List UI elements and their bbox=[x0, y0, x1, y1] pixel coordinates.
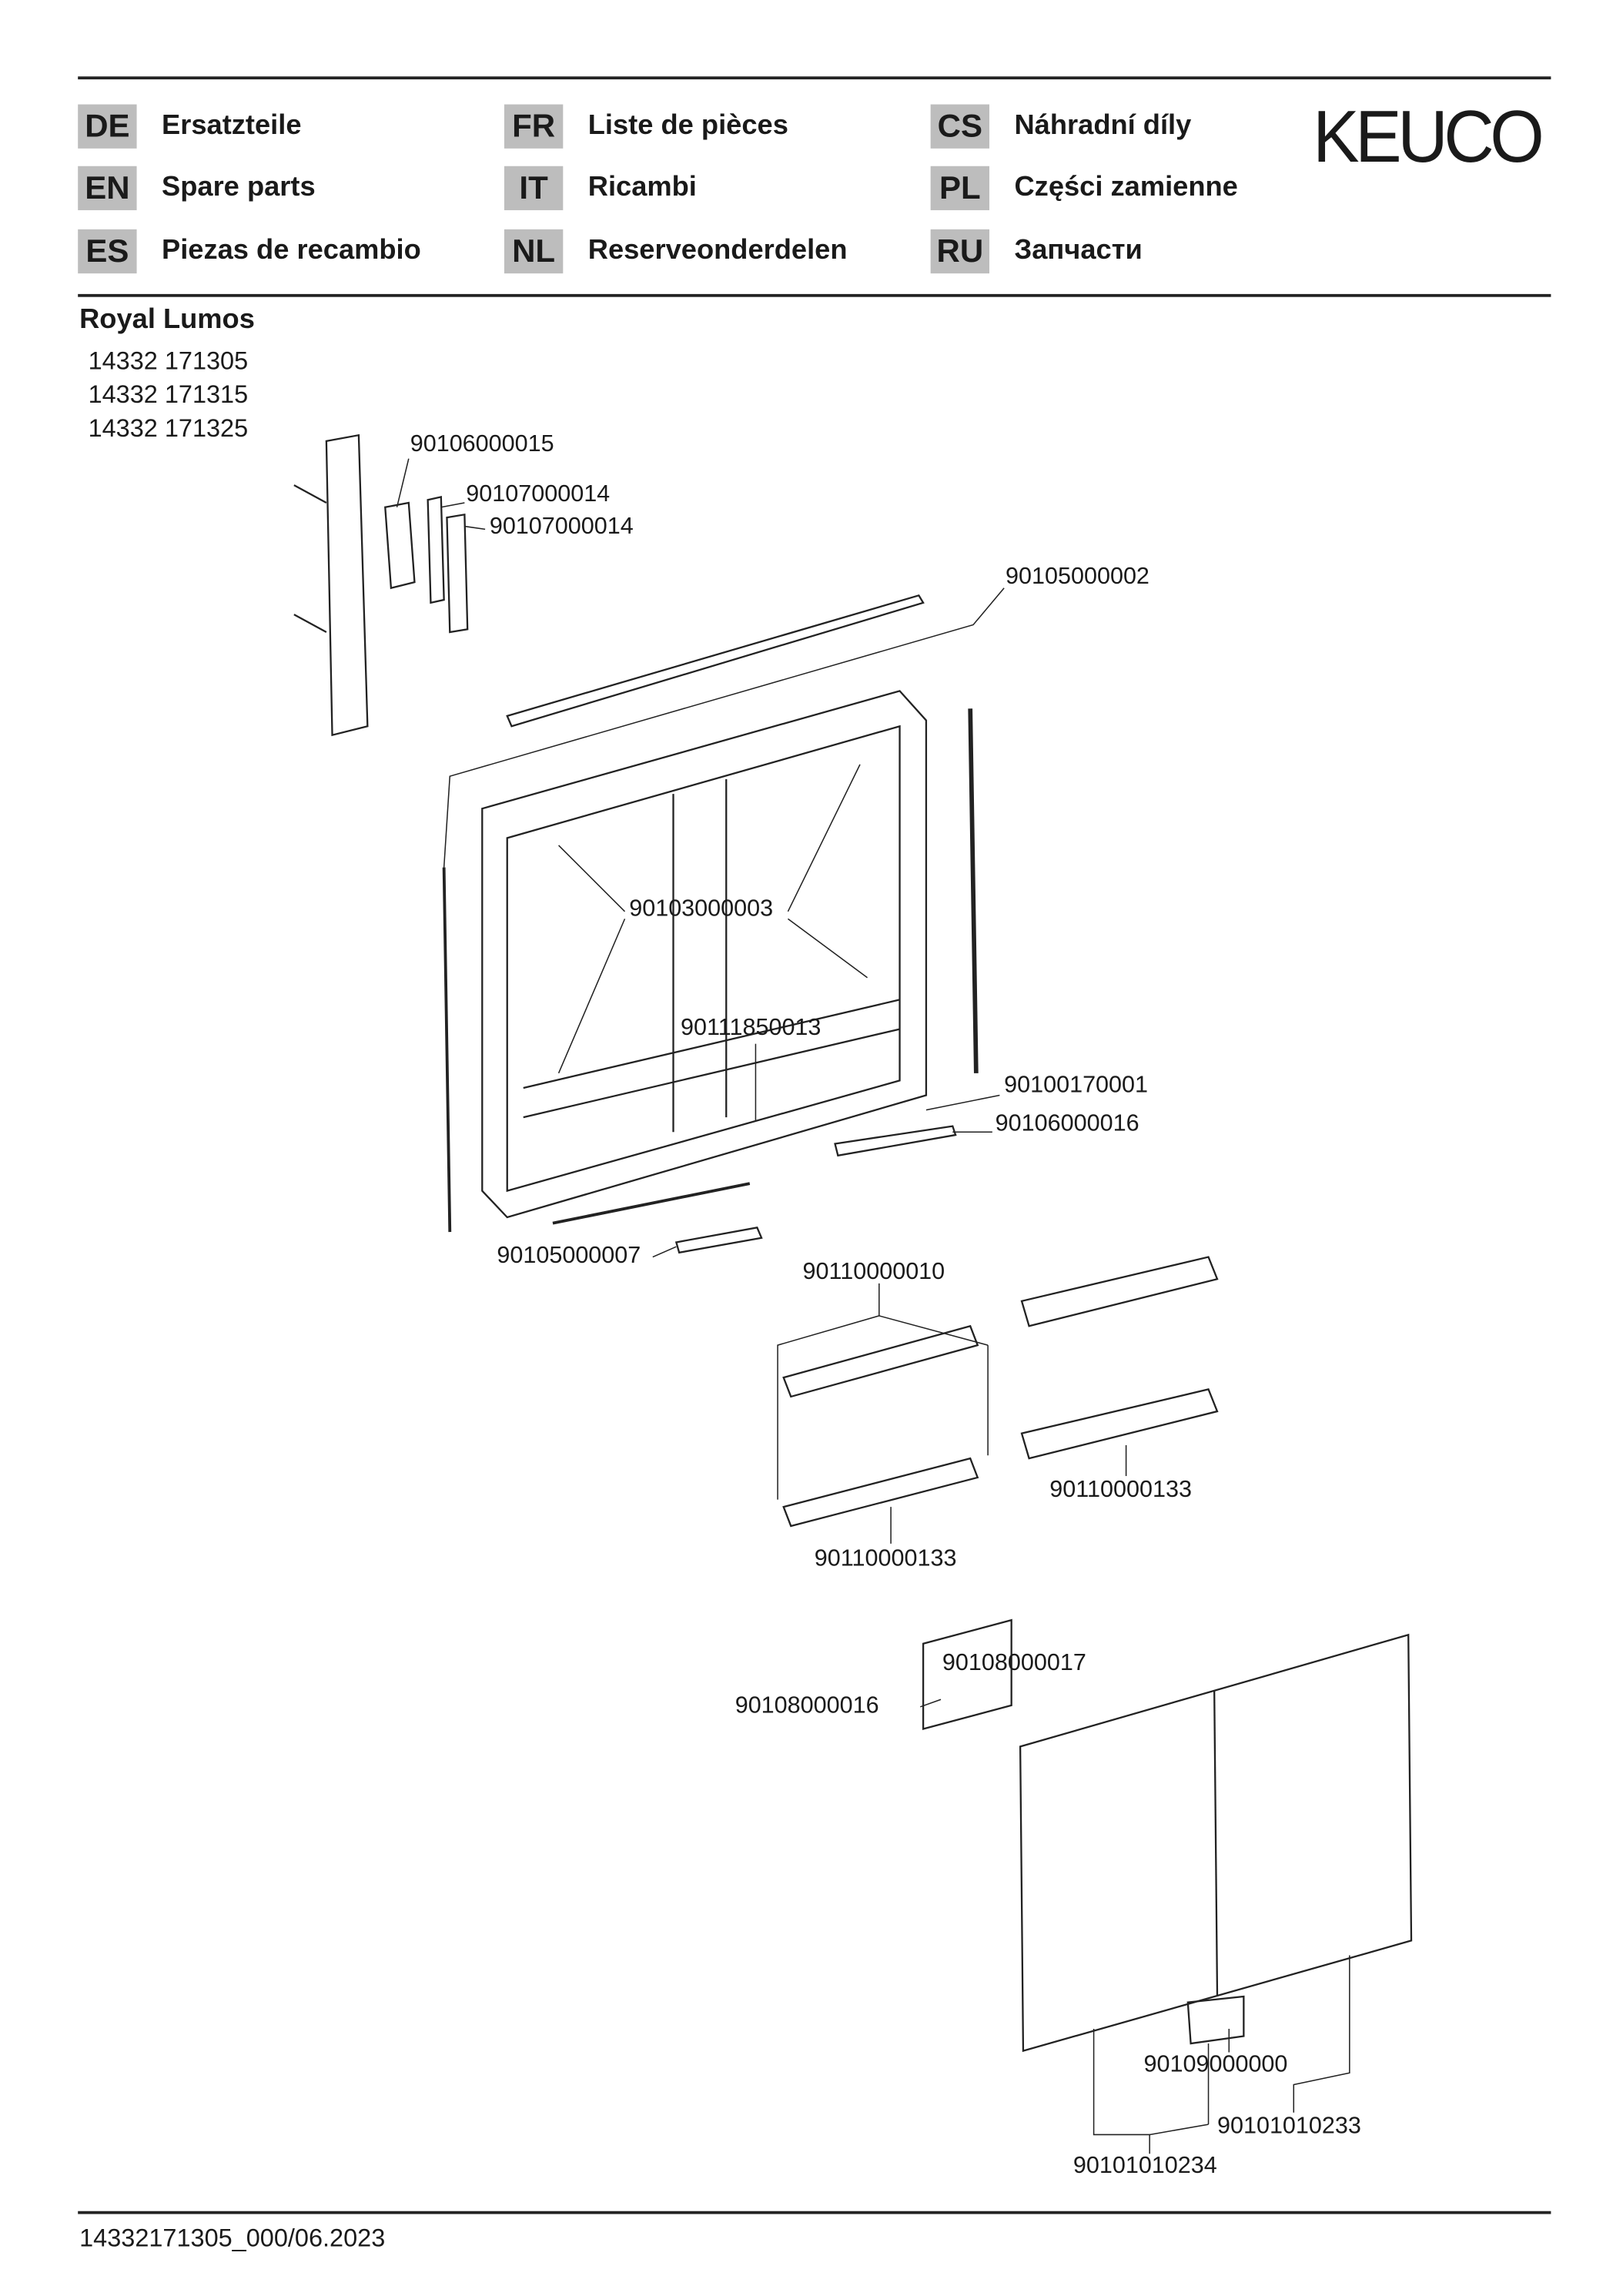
lang-en: EN Spare parts bbox=[78, 166, 316, 211]
lang-label: Ricambi bbox=[587, 172, 697, 203]
lang-cs: CS Náhradní díly bbox=[930, 104, 1192, 149]
part-number: 90105000007 bbox=[497, 1243, 641, 1269]
part-number: 90108000016 bbox=[735, 1693, 879, 1719]
lang-code: DE bbox=[78, 104, 137, 149]
header-rule bbox=[78, 293, 1551, 297]
lang-code: NL bbox=[504, 229, 564, 274]
part-number: 90107000014 bbox=[466, 482, 611, 507]
part-number: 90101010234 bbox=[1073, 2154, 1217, 2179]
lang-ru: RU Запчасти bbox=[930, 229, 1143, 274]
shelves-drawing bbox=[782, 1256, 1219, 1528]
lang-pl: PL Części zamienne bbox=[930, 166, 1238, 211]
part-number: 90110000133 bbox=[1049, 1477, 1192, 1503]
part-number: 90111850013 bbox=[681, 1016, 822, 1041]
cabinet-body-drawing bbox=[442, 594, 979, 1254]
product-name: Royal Lumos bbox=[79, 304, 255, 336]
lang-label: Запчасти bbox=[1014, 235, 1143, 266]
article-number: 14332 171305 bbox=[88, 346, 249, 375]
leader-lines bbox=[396, 458, 1350, 2154]
side-profile-drawing bbox=[293, 433, 469, 737]
lang-code: RU bbox=[930, 229, 990, 274]
article-number: 14332 171315 bbox=[88, 380, 249, 409]
lang-code: CS bbox=[930, 104, 990, 149]
lang-code: FR bbox=[504, 104, 564, 149]
part-number: 90110000010 bbox=[802, 1260, 945, 1285]
part-number: 90110000133 bbox=[814, 1546, 957, 1572]
lang-label: Liste de pièces bbox=[587, 110, 788, 142]
part-number: 90109000000 bbox=[1143, 2052, 1288, 2077]
document-number: 14332171305_000/06.2023 bbox=[79, 2224, 386, 2253]
lang-code: EN bbox=[78, 166, 137, 211]
part-number: 90106000015 bbox=[410, 432, 554, 457]
lang-de: DE Ersatzteile bbox=[78, 104, 302, 149]
lang-es: ES Piezas de recambio bbox=[78, 229, 421, 274]
part-number: 90108000017 bbox=[942, 1651, 1086, 1676]
lang-it: IT Ricambi bbox=[504, 166, 697, 211]
top-rule bbox=[78, 76, 1551, 80]
lang-label: Reserveonderdelen bbox=[587, 235, 848, 266]
part-number: 90105000002 bbox=[1006, 564, 1149, 590]
lang-label: Ersatzteile bbox=[162, 110, 302, 142]
lang-code: PL bbox=[930, 166, 990, 211]
part-number: 90101010233 bbox=[1216, 2114, 1361, 2140]
lang-nl: NL Reserveonderdelen bbox=[504, 229, 848, 274]
part-number: 90107000014 bbox=[489, 514, 634, 540]
lang-label: Spare parts bbox=[162, 172, 316, 203]
lang-label: Náhradní díly bbox=[1014, 110, 1192, 142]
article-number: 14332 171325 bbox=[88, 414, 249, 443]
lang-label: Części zamienne bbox=[1014, 172, 1238, 203]
lang-code: ES bbox=[78, 229, 137, 274]
mirror-doors-drawing bbox=[922, 1618, 1413, 2053]
footer-rule bbox=[78, 2211, 1551, 2214]
lang-label: Piezas de recambio bbox=[162, 235, 421, 266]
lang-fr: FR Liste de pièces bbox=[504, 104, 788, 149]
part-number: 90100170001 bbox=[1004, 1073, 1149, 1099]
part-number: 90103000003 bbox=[629, 896, 774, 922]
lang-code: IT bbox=[504, 166, 564, 211]
keuco-logo: KEUCO bbox=[1313, 95, 1544, 179]
part-number: 90106000016 bbox=[995, 1111, 1139, 1136]
